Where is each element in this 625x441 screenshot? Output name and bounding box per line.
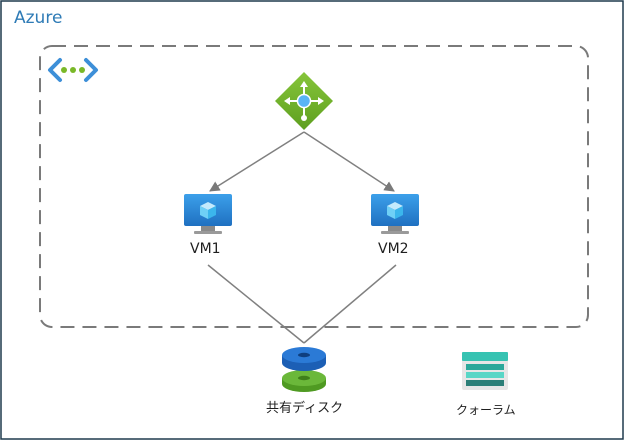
vnet-boundary: [39, 45, 589, 328]
vm1-icon: [184, 194, 232, 234]
azure-title: Azure: [14, 8, 63, 28]
vm1-label: VM1: [190, 241, 221, 257]
load-balancer-icon: [275, 72, 333, 130]
vm2-icon: [371, 194, 419, 234]
connector-vm1-disk: [207, 264, 305, 344]
shared-disk-label: 共有ディスク: [266, 401, 344, 416]
shared-disk-icon: [282, 347, 326, 392]
connector-lb-vm2: [303, 131, 395, 192]
connector-lb-vm1: [209, 131, 305, 192]
connector-vm2-disk: [303, 264, 397, 344]
quorum-label: クォーラム: [456, 403, 516, 417]
virtual-network-icon: [48, 58, 98, 82]
vm2-label: VM2: [378, 241, 409, 257]
quorum-storage-icon: [462, 352, 508, 390]
